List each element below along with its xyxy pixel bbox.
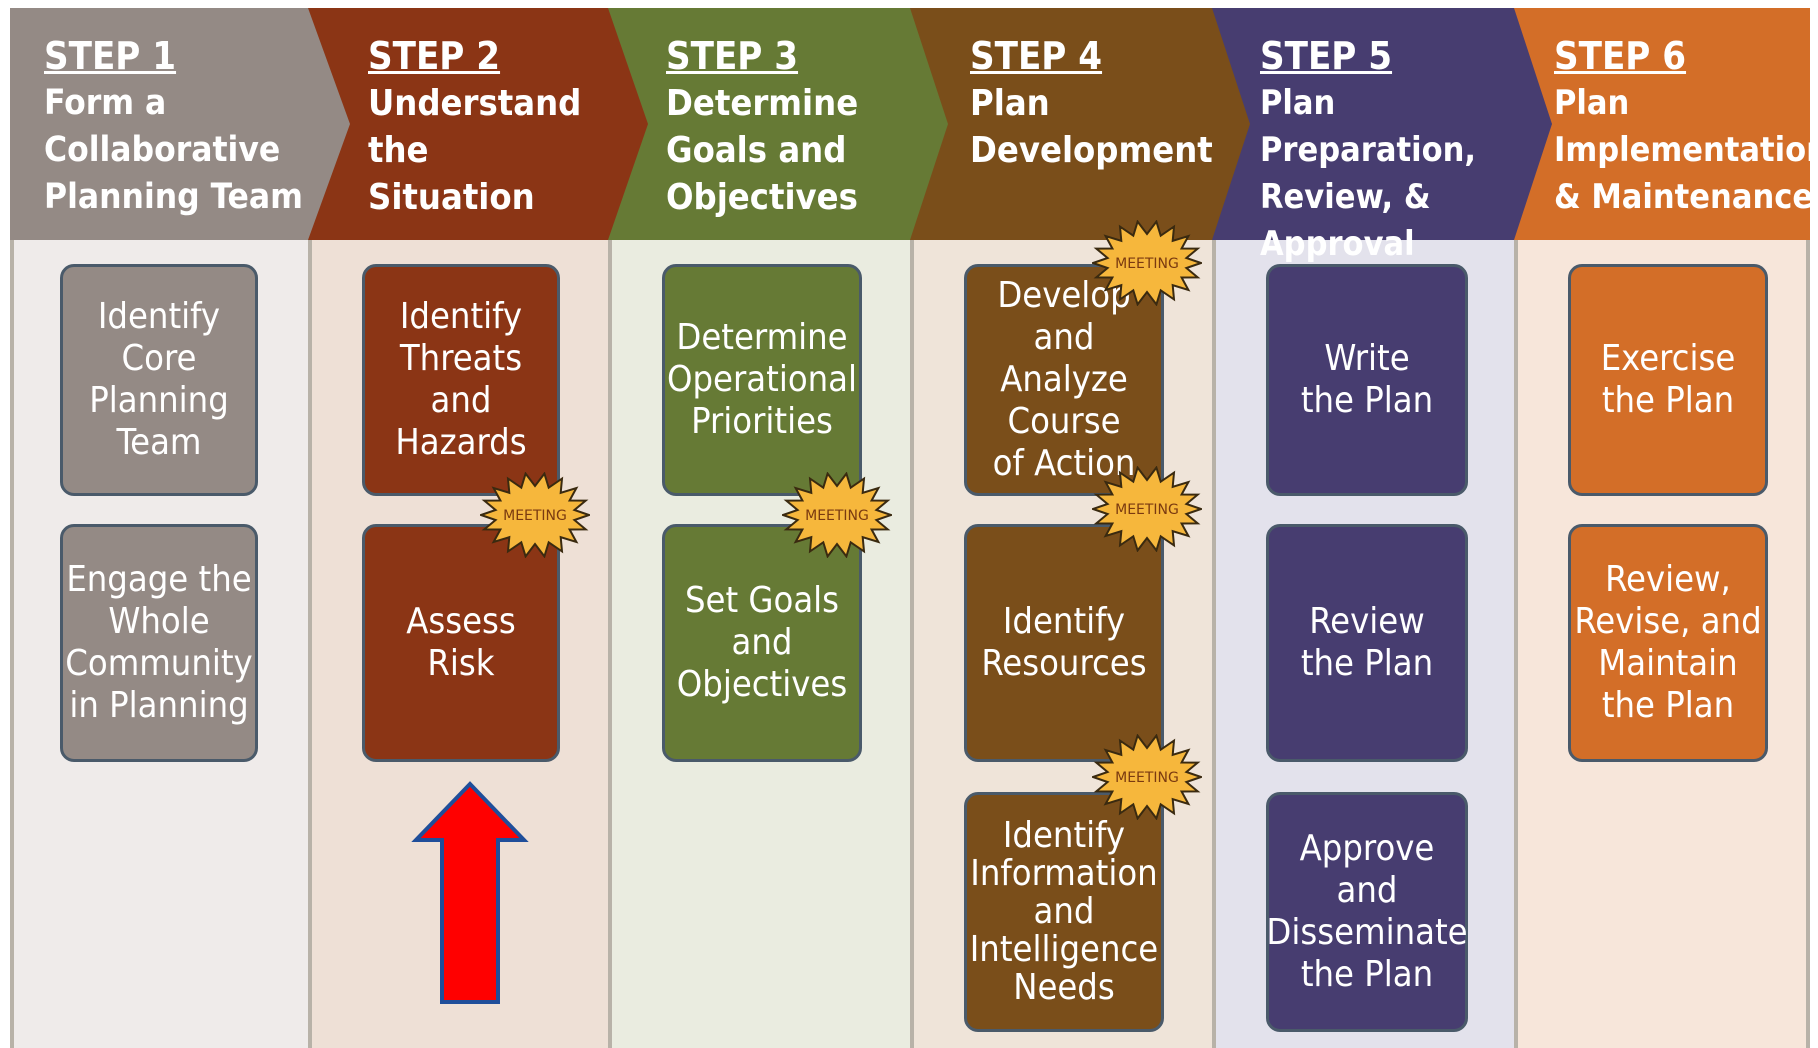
identify-threats-hazards-box: Identify Threats and Hazards [362,264,560,496]
step-4-title: Plan Development [970,83,1213,171]
meeting-burst-icon: MEETING [782,472,892,558]
red-up-arrow-icon [411,781,529,1004]
approve-disseminate-plan-box: Approve and Disseminate the Plan [1266,792,1468,1032]
review-revise-maintain-box: Review, Revise, and Maintain the Plan [1568,524,1768,762]
identify-information-intelligence-needs-box: Identify Information and Intelligence Ne… [964,792,1164,1032]
step-5-header: STEP 5 Plan Preparation, Review, & Appro… [1212,8,1552,264]
meeting-label: MEETING [503,508,567,524]
step-4-label: STEP 4 [970,34,1103,78]
step-2-label: STEP 2 [368,34,501,78]
step-3-header: STEP 3 Determine Goals and Objectives [608,8,948,240]
meeting-burst-icon: MEETING [1092,734,1202,820]
step-2-header: STEP 2 Understand the Situation [308,8,648,240]
meeting-label: MEETING [805,508,869,524]
review-the-plan-box: Review the Plan [1266,524,1468,762]
step-3-label: STEP 3 [666,34,799,78]
meeting-label: MEETING [1115,502,1179,518]
write-the-plan-box: Write the Plan [1266,264,1468,496]
step-2-title: Understand the Situation [368,83,582,218]
step-6-header: STEP 6 Plan Implementation & Maintenance [1514,8,1818,240]
meeting-burst-icon: MEETING [480,472,590,558]
assess-risk-box: Assess Risk [362,524,560,762]
exercise-the-plan-box: Exercise the Plan [1568,264,1768,496]
identify-resources-box: Identify Resources [964,524,1164,762]
step-1-label: STEP 1 [44,34,177,78]
set-goals-objectives-box: Set Goals and Objectives [662,524,862,762]
meeting-burst-icon: MEETING [1092,466,1202,552]
step-1-header: STEP 1 Form a Collaborative Planning Tea… [10,8,350,240]
engage-whole-community-box: Engage the Whole Community in Planning [60,524,258,762]
meeting-label: MEETING [1115,770,1179,786]
step-4-header: STEP 4 Plan Development [910,8,1250,240]
step-3-title: Determine Goals and Objectives [666,83,859,218]
planning-process-diagram: STEP 6 Plan Implementation & Maintenance… [10,8,1818,1048]
identify-core-planning-team-box: Identify Core Planning Team [60,264,258,496]
step-6-title: Plan Implementation & Maintenance [1554,83,1818,217]
step-5-title: Plan Preparation, Review, & Approval [1260,83,1477,264]
step-6-label: STEP 6 [1554,34,1687,78]
step-1-title: Form a Collaborative Planning Team [44,83,303,217]
meeting-label: MEETING [1115,256,1179,272]
develop-analyze-course-of-action-box: Develop and Analyze Course of Action [964,264,1164,496]
determine-operational-priorities-box: Determine Operational Priorities [662,264,862,496]
step-5-label: STEP 5 [1260,34,1393,78]
meeting-burst-icon: MEETING [1092,220,1202,306]
